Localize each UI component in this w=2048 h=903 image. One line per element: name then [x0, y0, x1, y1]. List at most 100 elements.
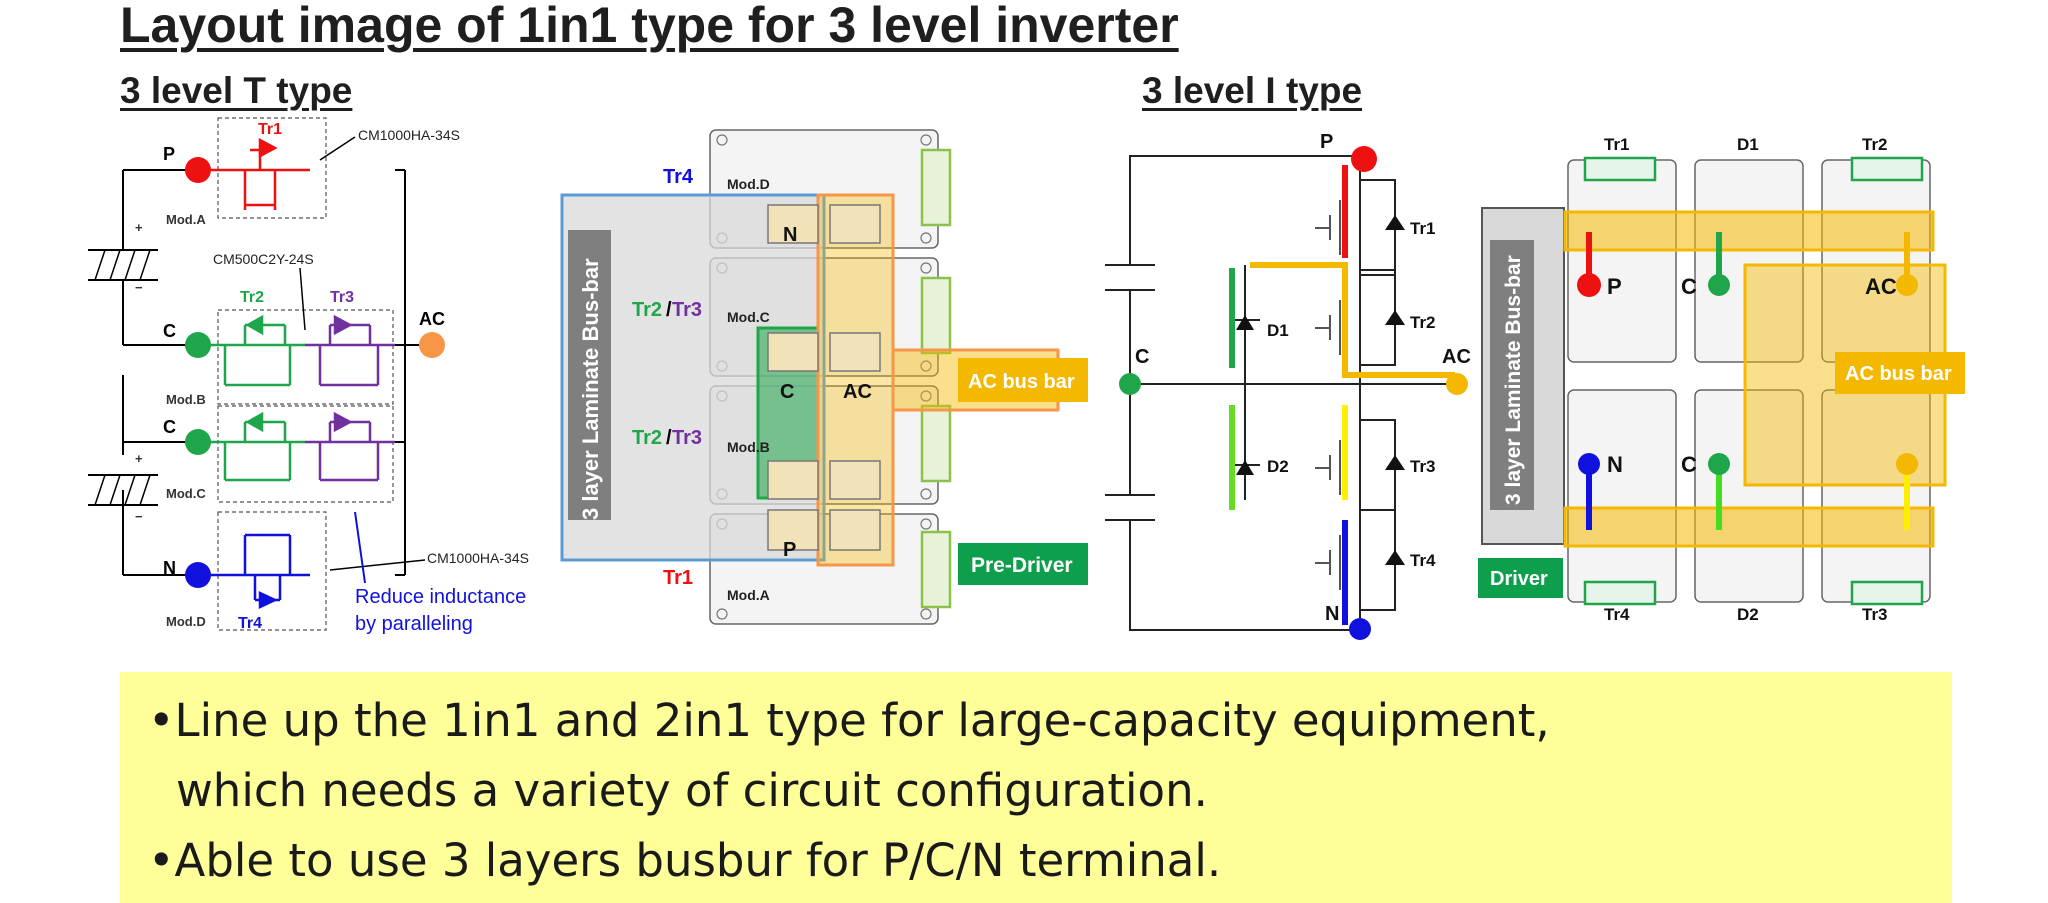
- i-c-label: C: [1135, 346, 1149, 368]
- summary-note-box: •Line up the 1in1 and 2in1 type for larg…: [120, 672, 1952, 903]
- t-mod-c-label: Mod.C: [166, 486, 206, 501]
- t-predriver-label: Pre-Driver: [971, 554, 1073, 577]
- i-layout-ac: AC: [1865, 274, 1897, 299]
- t-layout-c: C: [780, 381, 794, 403]
- t-layout-slash-b: /: [666, 427, 672, 449]
- t-part-bottom: CM1000HA-34S: [427, 550, 529, 566]
- t-layout-mod-b: Mod.B: [727, 439, 770, 455]
- t-cap2-plus: +: [135, 451, 143, 466]
- page-title: Layout image of 1in1 type for 3 level in…: [120, 0, 1179, 53]
- t-gate-connectors: [920, 148, 952, 609]
- t-ac-busbar-label-box: [958, 358, 1088, 402]
- t-layout-tr4: Tr4: [663, 166, 694, 188]
- reduce-inductance-line1: Reduce inductance: [355, 586, 526, 608]
- i-driver-label: Driver: [1490, 568, 1548, 590]
- t-c-terminal-2: [185, 429, 211, 455]
- i-c-terminal: [1119, 373, 1141, 395]
- t-layout-mod-d: Mod.D: [727, 176, 770, 192]
- i-layout-tr1: Tr1: [1604, 135, 1630, 154]
- bullet-2: •Able to use 3 layers busbur for P/C/N t…: [148, 834, 1222, 887]
- t-part-mid: CM500C2Y-24S: [213, 251, 314, 267]
- t-cap1-plus: +: [135, 220, 143, 235]
- bullet-1: •Line up the 1in1 and 2in1 type for larg…: [148, 694, 1550, 747]
- t-tr1-label: Tr1: [258, 121, 282, 138]
- t-layout-mod-a: Mod.A: [727, 587, 770, 603]
- t-c-label-2: C: [163, 417, 176, 437]
- t-layout-slash-a: /: [666, 299, 672, 321]
- t-part-top: CM1000HA-34S: [358, 127, 460, 143]
- t-tr2-label: Tr2: [240, 289, 264, 306]
- t-ac-terminal: [419, 332, 445, 358]
- t-mod-b-label: Mod.B: [166, 392, 206, 407]
- i-tr2-label: Tr2: [1410, 313, 1436, 332]
- t-layout-tr3-b: Tr3: [672, 427, 702, 449]
- t-layout-n: N: [783, 224, 797, 246]
- t-layout-tr2-b: Tr2: [632, 427, 662, 449]
- i-tr1-label: Tr1: [1410, 219, 1436, 238]
- t-p-label: P: [163, 144, 175, 164]
- i-busbar-label-strip: [1490, 240, 1534, 510]
- t-busbar-label-strip: [568, 230, 611, 520]
- reduce-inductance-line2: by paralleling: [355, 613, 473, 635]
- i-tr3-label: Tr3: [1410, 457, 1436, 476]
- reduce-inductance-arrow: [354, 511, 366, 584]
- t-type-callout-lines: [299, 136, 426, 571]
- bullet-1-continuation: which needs a variety of circuit configu…: [176, 764, 1208, 817]
- i-layout-d2: D2: [1737, 605, 1759, 624]
- i-layout-d1: D1: [1737, 135, 1759, 154]
- t-cap2-minus: −: [135, 509, 143, 524]
- t-layout-tr2-a: Tr2: [632, 299, 662, 321]
- tr4-switch-symbol: [198, 533, 310, 609]
- i-ac-busbar-label-box: [1835, 352, 1965, 394]
- i-schematic-diodes: [1236, 215, 1405, 565]
- i-layout-c2: C: [1681, 452, 1697, 477]
- i-layout-p: P: [1607, 274, 1622, 299]
- i-type-heading: 3 level I type: [1142, 70, 1363, 111]
- t-predriver-box: [958, 543, 1088, 585]
- i-p-terminal: [1351, 146, 1377, 172]
- t-n-terminal: [185, 562, 211, 588]
- t-layout-tr1: Tr1: [663, 567, 693, 589]
- t-c-terminal-1: [185, 332, 211, 358]
- i-d2-label: D2: [1267, 457, 1289, 476]
- diagram-canvas: P C C N AC Mod.A Mod.B Mod.C Mod.D + − +…: [88, 117, 1965, 640]
- tr3-switch-symbol: [305, 314, 395, 482]
- t-layout-ac: AC: [843, 381, 872, 403]
- t-terminal-blocks: [767, 204, 881, 551]
- t-layout-p: P: [783, 539, 796, 561]
- i-terminal-posts: [1577, 232, 1918, 530]
- t-layout-tr3-a: Tr3: [672, 299, 702, 321]
- i-tr4-label: Tr4: [1410, 551, 1436, 570]
- t-mod-a-label: Mod.A: [166, 212, 206, 227]
- i-ac-terminal: [1446, 373, 1468, 395]
- i-ac-label: AC: [1442, 346, 1471, 368]
- t-c-label-1: C: [163, 321, 176, 341]
- i-d1-label: D1: [1267, 321, 1289, 340]
- t-type-schematic: [88, 117, 432, 631]
- i-ac-path-highlight: [1250, 262, 1455, 378]
- i-gate-connectors: [1583, 156, 1924, 606]
- i-layout-tr4: Tr4: [1604, 605, 1630, 624]
- tr1-switch-symbol: [198, 137, 310, 210]
- i-layout-c: C: [1681, 274, 1697, 299]
- t-busbar-label: 3 layer Laminate Bus-bar: [578, 258, 603, 520]
- i-schematic-igbt-gates: [1315, 200, 1341, 590]
- t-tr4-label: Tr4: [238, 615, 262, 632]
- t-cap1-minus: −: [135, 280, 143, 295]
- i-n-label: N: [1325, 603, 1339, 625]
- t-ac-busbar-label: AC bus bar: [968, 371, 1075, 393]
- i-p-label: P: [1320, 131, 1333, 153]
- t-type-heading: 3 level T type: [120, 70, 353, 111]
- t-layout-mod-c: Mod.C: [727, 309, 770, 325]
- i-driver-box: [1478, 558, 1563, 598]
- t-p-terminal: [185, 157, 211, 183]
- i-n-terminal: [1349, 618, 1371, 640]
- t-n-label: N: [163, 558, 176, 578]
- t-tr3-label: Tr3: [330, 289, 354, 306]
- i-ac-busbar-label: AC bus bar: [1845, 363, 1952, 385]
- t-ac-label: AC: [419, 309, 445, 329]
- tr2-switch-symbol: [198, 314, 305, 482]
- t-mod-d-label: Mod.D: [166, 614, 206, 629]
- i-busbar-label: 3 layer Laminate Bus-bar: [1502, 255, 1525, 505]
- i-layout-tr3: Tr3: [1862, 605, 1888, 624]
